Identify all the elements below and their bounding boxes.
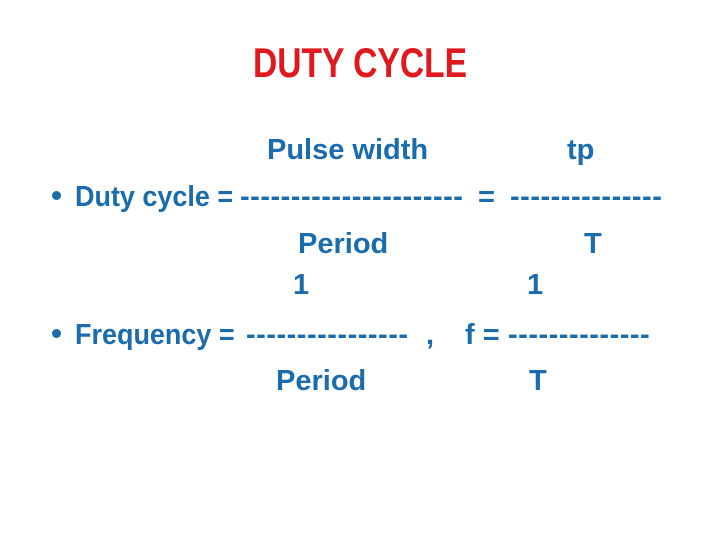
duty-equation-line: Duty cycle = ---------------------- = --…	[0, 179, 720, 215]
duty-numerator-line: Pulse width tp	[0, 132, 720, 168]
duty-denominator-short: T	[584, 228, 602, 260]
duty-denominator-line: Period T	[0, 226, 720, 262]
frequency-label: Frequency =	[75, 319, 235, 351]
frequency-denominator: Period	[276, 365, 367, 397]
frequency-denominator-line: Period T	[0, 363, 720, 399]
bullet-icon	[52, 329, 61, 338]
duty-equals: =	[478, 181, 495, 213]
duty-numerator: Pulse width	[267, 134, 429, 166]
frequency-f-label: f =	[465, 319, 500, 351]
frequency-equation-line: Frequency = ---------------- , f = -----…	[0, 317, 720, 353]
frequency-fraction-bar-short: --------------	[508, 319, 651, 351]
frequency-numerator-right: 1	[527, 269, 544, 301]
frequency-comma: ,	[426, 319, 435, 351]
duty-label: Duty cycle =	[75, 181, 234, 213]
duty-fraction-bar-long: ----------------------	[240, 181, 464, 213]
frequency-denominator-short: T	[529, 365, 547, 397]
duty-numerator-short: tp	[567, 134, 595, 166]
frequency-numerator-line: 1 1	[0, 267, 720, 303]
slide-title: DUTY CYCLE	[252, 39, 468, 86]
bullet-icon	[52, 191, 61, 200]
duty-denominator: Period	[298, 228, 389, 260]
frequency-fraction-bar-long: ----------------	[246, 319, 409, 351]
duty-fraction-bar-short: ---------------	[510, 181, 663, 213]
frequency-numerator-left: 1	[293, 269, 310, 301]
